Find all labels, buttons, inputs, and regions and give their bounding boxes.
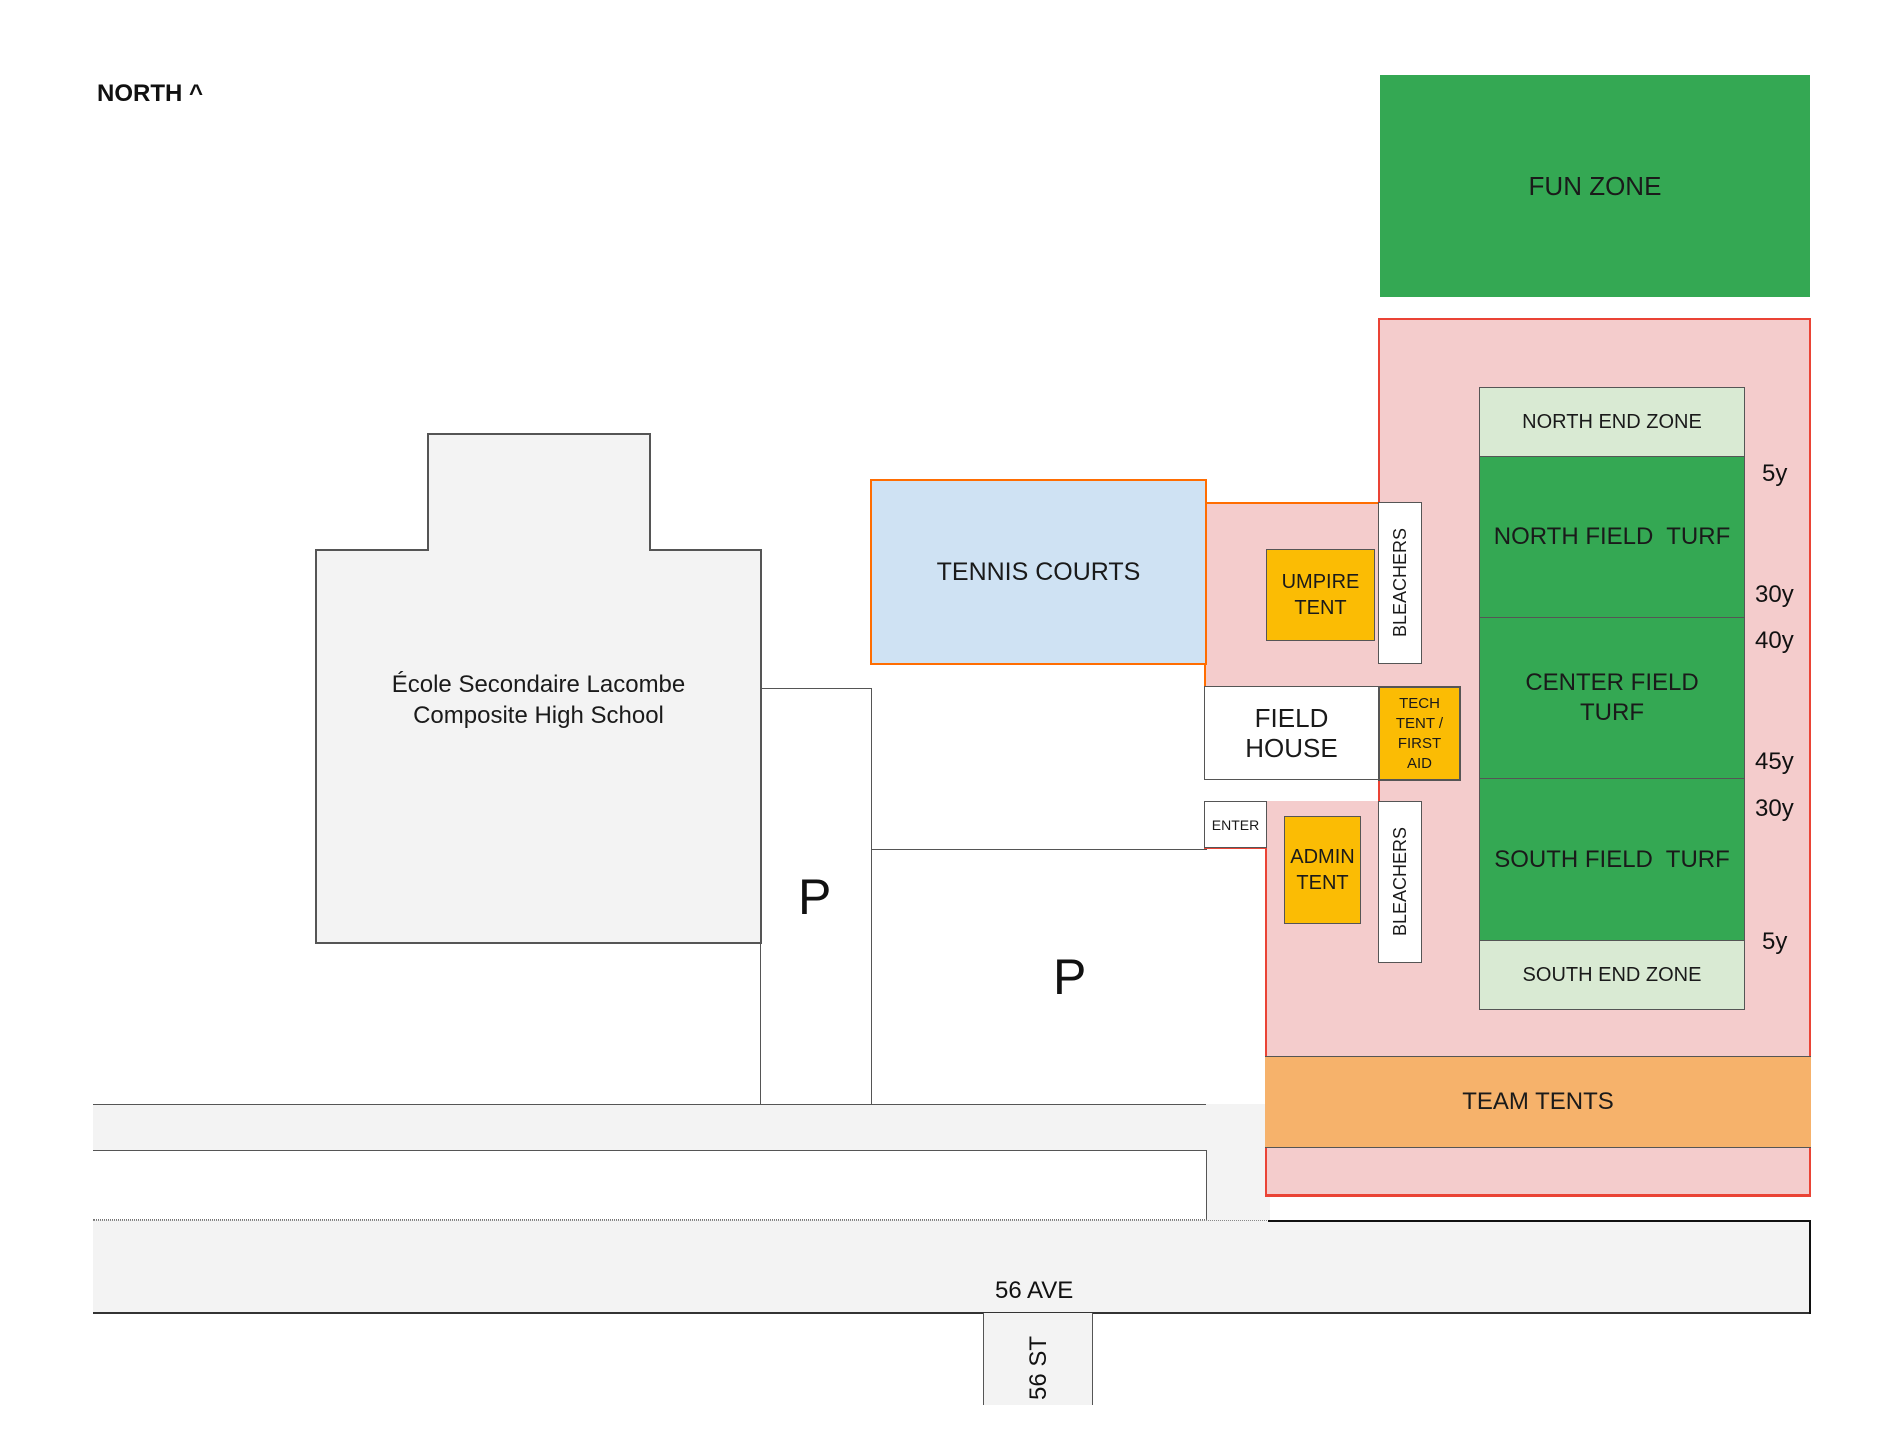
bleachers-south-label: BLEACHERS <box>1389 827 1410 937</box>
parking-lot-west <box>760 688 872 1104</box>
north-label: NORTH ^ <box>97 80 204 107</box>
school-building <box>315 549 762 944</box>
team-tents-label: TEAM TENTS <box>1462 1088 1614 1115</box>
fun-zone-label: FUN ZONE <box>1528 170 1662 201</box>
north-end-zone-label: NORTH END ZONE <box>1522 410 1702 433</box>
road-56-ave-border-right <box>1809 1220 1811 1314</box>
yard-marker-40y: 40y <box>1755 627 1794 654</box>
parking-label-east: P <box>1053 949 1087 1005</box>
south-end-zone-label: SOUTH END ZONE <box>1522 963 1702 986</box>
enter-label: ENTER <box>1211 816 1260 833</box>
south-field-turf: SOUTH FIELD TURF <box>1479 778 1745 941</box>
tech-tent-line2: TENT / <box>1395 714 1444 732</box>
admin-tent-line1: ADMIN <box>1290 846 1355 868</box>
umpire-tent-line2: TENT <box>1294 597 1347 619</box>
venue-area-bottom-border <box>1265 1194 1811 1197</box>
yard-marker-30y-bottom: 30y <box>1755 795 1794 822</box>
north-field-label: NORTH FIELD TURF <box>1493 523 1731 550</box>
bleachers-south: BLEACHERS <box>1378 801 1422 963</box>
admin-tent-line2: TENT <box>1296 872 1349 894</box>
lot-east-upper-outline <box>871 688 1207 850</box>
school-label-line1: École Secondaire Lacombe <box>391 671 686 698</box>
road-56-st <box>983 1313 1093 1405</box>
admin-tent: ADMIN TENT <box>1284 816 1361 924</box>
team-tents: TEAM TENTS <box>1265 1056 1811 1148</box>
south-end-zone: SOUTH END ZONE <box>1479 940 1745 1010</box>
bleachers-north: BLEACHERS <box>1378 502 1422 664</box>
tennis-courts: TENNIS COURTS <box>870 479 1207 665</box>
yard-marker-5y-bottom: 5y <box>1762 928 1788 955</box>
school-building-join <box>429 547 649 553</box>
sidewalk-upper <box>93 1104 1263 1150</box>
center-field-line1: CENTER FIELD <box>1525 669 1699 696</box>
yard-marker-45y: 45y <box>1755 748 1794 775</box>
parking-label-west: P <box>798 869 832 925</box>
school-label-line2: Composite High School <box>413 702 664 729</box>
road-56-ave <box>93 1220 1811 1314</box>
road-56-ave-border-top <box>1268 1220 1811 1222</box>
school-label: École Secondaire Lacombe Composite High … <box>315 660 762 740</box>
field-house: FIELD HOUSE <box>1204 686 1379 780</box>
parking-lot-east <box>871 849 1207 1104</box>
tech-tent: TECH TENT / FIRST AID <box>1378 686 1461 781</box>
field-house-line2: HOUSE <box>1245 733 1338 763</box>
sidewalk-connector <box>1206 1104 1270 1222</box>
north-field-turf: NORTH FIELD TURF <box>1479 456 1745 618</box>
fun-zone: FUN ZONE <box>1380 75 1810 297</box>
tennis-courts-label: TENNIS COURTS <box>936 557 1141 586</box>
center-field-line2: TURF <box>1580 699 1644 726</box>
tech-tent-line1: TECH <box>1399 694 1440 712</box>
yard-marker-30y-top: 30y <box>1755 581 1794 608</box>
center-field-turf: CENTER FIELD TURF <box>1479 617 1745 779</box>
yard-marker-5y-top: 5y <box>1762 460 1788 487</box>
tech-tent-line3: FIRST <box>1397 734 1442 752</box>
street-label-56-ave: 56 AVE <box>995 1277 1074 1304</box>
tech-tent-line4: AID <box>1406 754 1432 772</box>
north-end-zone: NORTH END ZONE <box>1479 387 1745 457</box>
enter-marker: ENTER <box>1204 801 1267 848</box>
street-label-56-st: 56 ST <box>1025 1336 1052 1401</box>
median-strip <box>93 1150 1207 1220</box>
umpire-tent-line1: UMPIRE <box>1281 571 1360 593</box>
south-field-label: SOUTH FIELD TURF <box>1494 845 1730 873</box>
field-house-line1: FIELD <box>1254 703 1329 733</box>
bleachers-north-label: BLEACHERS <box>1389 528 1410 638</box>
school-building-tower <box>427 433 651 553</box>
umpire-tent: UMPIRE TENT <box>1266 549 1375 641</box>
